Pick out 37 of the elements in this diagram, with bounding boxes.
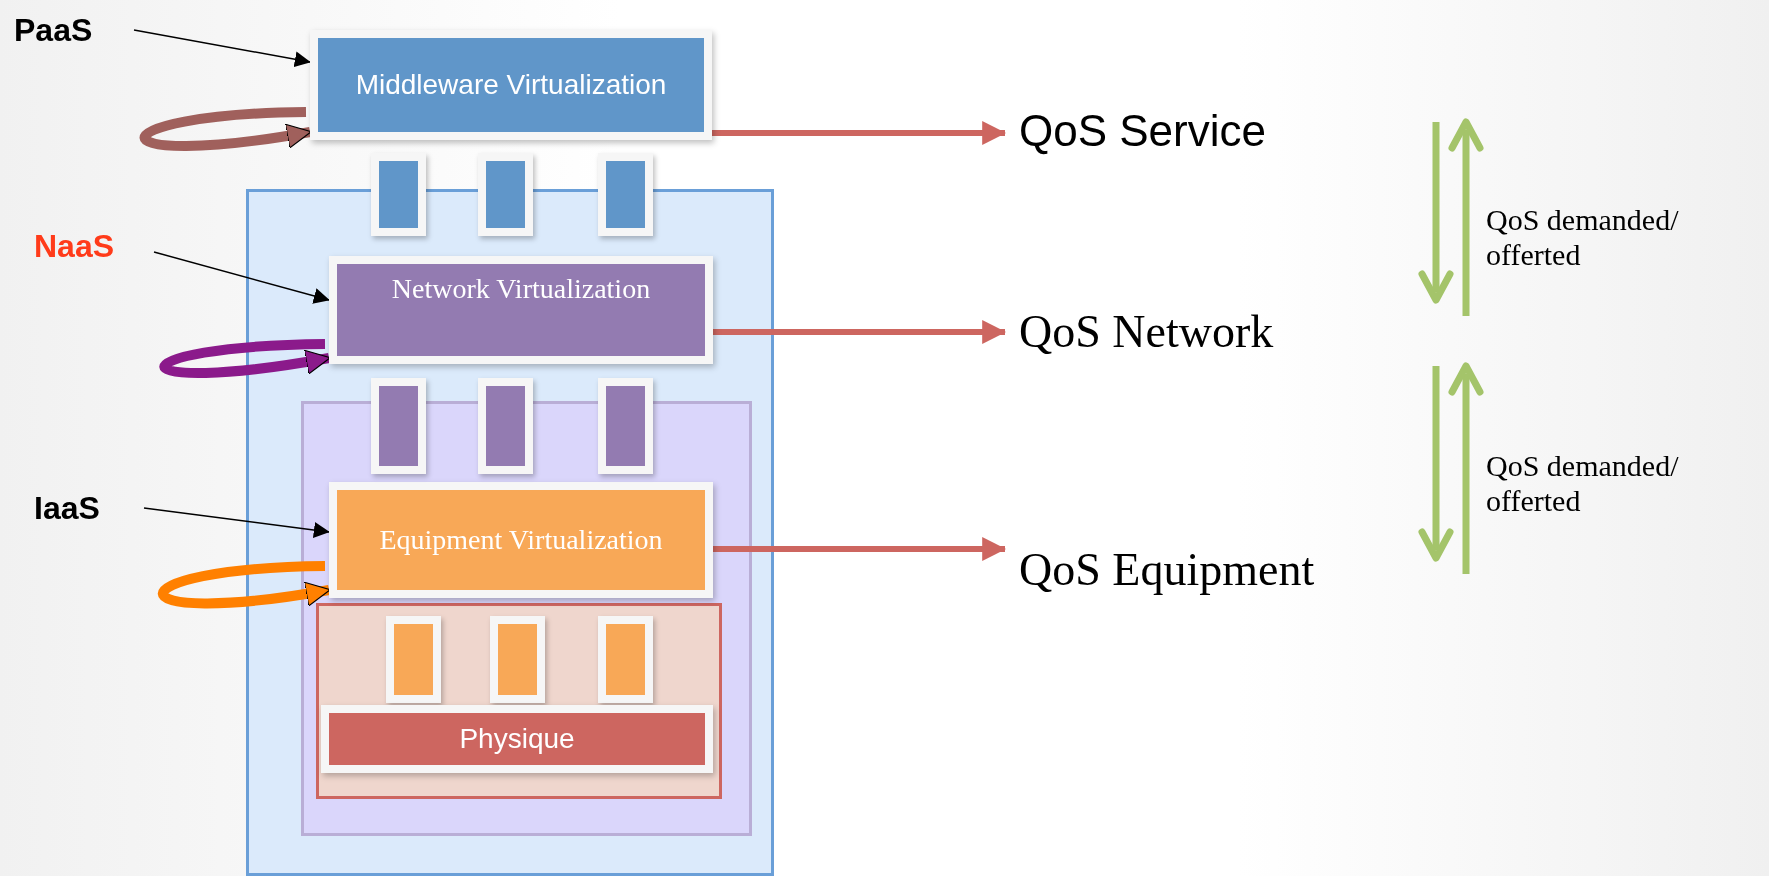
layer-container: [301, 401, 752, 836]
slot-block: [598, 378, 653, 474]
arrow: [713, 320, 1007, 344]
curved-arrow: [158, 561, 331, 609]
slot-block: [598, 616, 653, 703]
arrow: [713, 537, 1007, 561]
slot-block: [598, 153, 653, 236]
curved-arrow: [140, 107, 312, 151]
layer-box: [329, 256, 713, 364]
service-model-label: IaaS: [34, 486, 144, 530]
layer-title: Physique: [459, 722, 575, 756]
slot-block: [478, 378, 533, 474]
arrow: [712, 121, 1007, 145]
qos-note: QoS demanded/ offerted: [1486, 203, 1680, 272]
layer-title: Middleware Virtualization: [355, 68, 667, 102]
qos-note: QoS demanded/ offerted: [1486, 449, 1680, 518]
qos-label: QoS Network: [1005, 300, 1335, 362]
slot-block: [371, 378, 426, 474]
qos-label: QoS Equipment: [1005, 538, 1385, 600]
layer-box: [329, 482, 713, 598]
leader-line: [153, 251, 330, 304]
service-model-label: PaaS: [14, 8, 134, 52]
layer-container: [246, 189, 774, 876]
curved-arrow: [160, 339, 331, 378]
layer-container: [316, 603, 722, 799]
slot-block: [371, 153, 426, 236]
slot-block: [478, 153, 533, 236]
slot-block: [386, 616, 441, 703]
layer-box: [310, 30, 712, 140]
layer-box: [321, 705, 713, 773]
layer-title: Equipment Virtualization: [379, 523, 663, 557]
slot-block: [490, 616, 545, 703]
leader-line: [143, 507, 330, 538]
layer-title: Network Virtualization: [391, 272, 651, 306]
service-model-label: NaaS: [34, 224, 154, 268]
qos-label: QoS Service: [1005, 100, 1325, 162]
leader-line: [133, 29, 311, 68]
